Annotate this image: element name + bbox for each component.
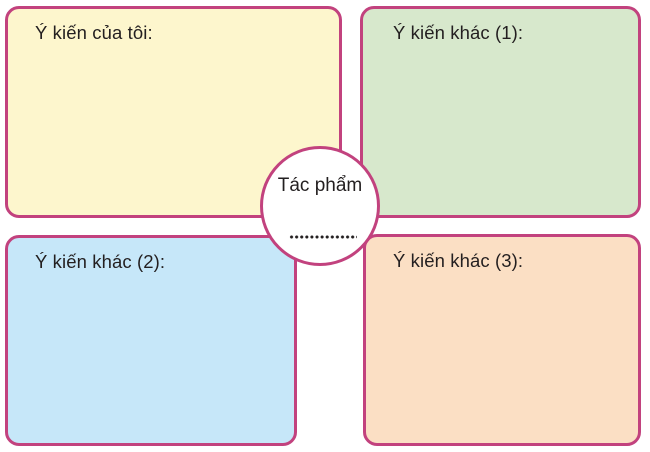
quadrant-other-opinion-2[interactable]: Ý kiến khác (2): (5, 235, 297, 446)
quadrant-other-opinion-1-label: Ý kiến khác (1): (393, 22, 524, 43)
quadrant-other-opinion-3[interactable]: Ý kiến khác (3): (363, 234, 641, 446)
quadrant-other-opinion-2-label: Ý kiến khác (2): (35, 251, 166, 272)
quadrant-my-opinion-label: Ý kiến của tôi: (35, 22, 153, 43)
center-node-title: Tác phẩm (277, 175, 363, 196)
quadrant-my-opinion[interactable]: Ý kiến của tôi: (5, 6, 342, 218)
center-node-dotted-fill-line[interactable] (289, 235, 357, 239)
quadrant-other-opinion-1[interactable]: Ý kiến khác (1): (360, 6, 641, 218)
center-node-tac-pham[interactable]: Tác phẩm (260, 146, 380, 266)
quadrant-other-opinion-3-label: Ý kiến khác (3): (393, 250, 524, 271)
